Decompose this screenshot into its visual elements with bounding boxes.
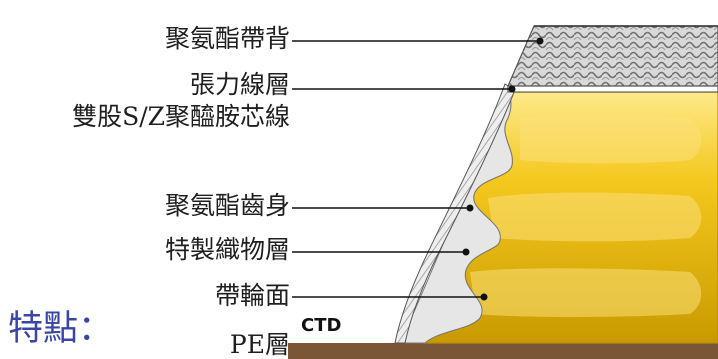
label-pu-back: 聚氨酯帶背 bbox=[164, 24, 290, 53]
features-heading: 特點： bbox=[8, 309, 114, 349]
pe-base-strip bbox=[288, 343, 718, 359]
leader-lines bbox=[292, 40, 540, 298]
dot-fabric bbox=[462, 248, 470, 256]
tooth-ridge-1 bbox=[520, 114, 702, 164]
label-cord: 雙股S/Z聚醯胺芯線 bbox=[72, 102, 290, 131]
brand-mark: CTD bbox=[301, 315, 342, 336]
pu-back-band bbox=[507, 25, 718, 87]
leader-dots bbox=[462, 37, 544, 301]
label-pu-teeth: 聚氨酯齒身 bbox=[164, 191, 290, 220]
tooth-ridge-3 bbox=[470, 268, 702, 317]
label-tension-layer: 張力線層 bbox=[189, 70, 290, 99]
dot-tension bbox=[508, 85, 516, 93]
cord-band bbox=[394, 83, 516, 344]
dot-pu-back bbox=[536, 37, 544, 45]
tension-layer-band bbox=[507, 85, 718, 93]
dot-pulley-face bbox=[480, 293, 488, 301]
tooth-ridge-2 bbox=[488, 192, 702, 242]
label-pulley-face: 帶輪面 bbox=[214, 281, 290, 310]
label-fabric-layer: 特製織物層 bbox=[164, 235, 290, 264]
dot-pu-teeth bbox=[466, 204, 474, 212]
label-pe-layer: PE層 bbox=[229, 330, 290, 359]
